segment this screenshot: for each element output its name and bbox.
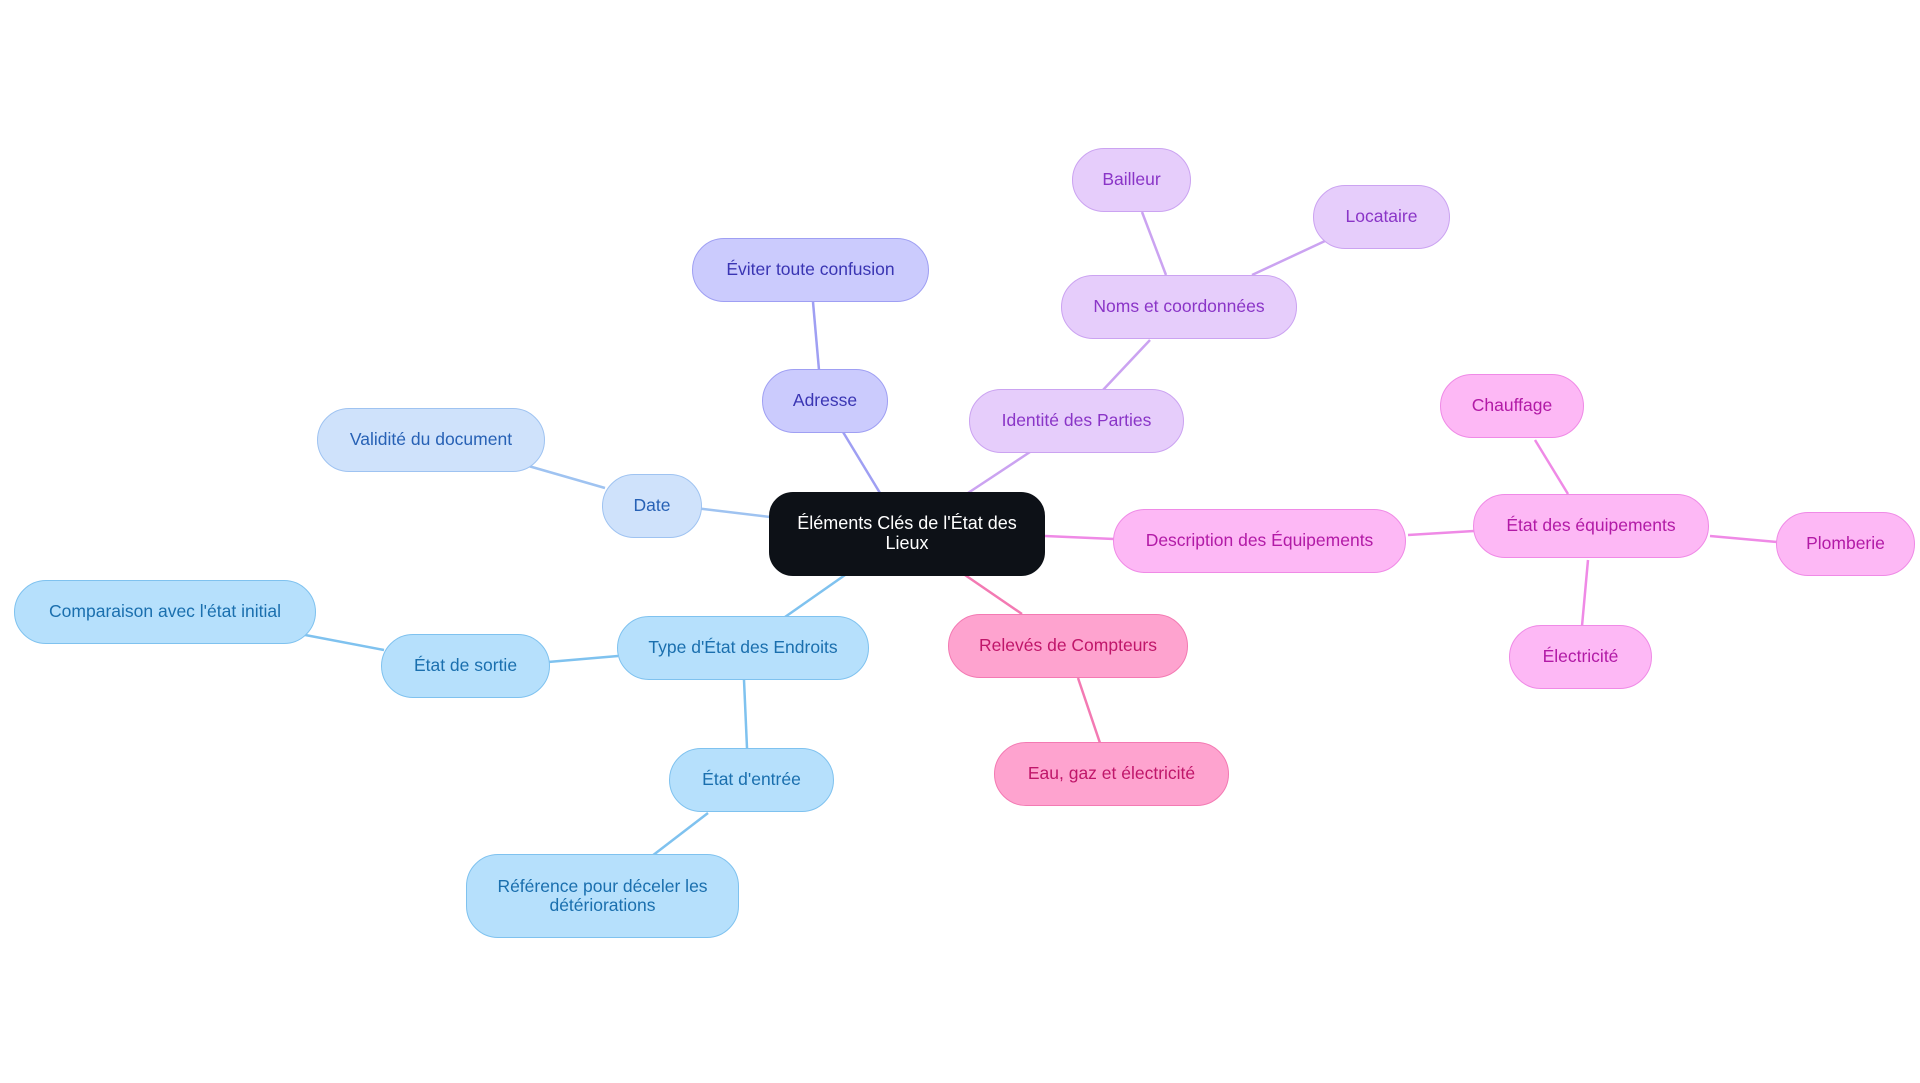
link-identite-noms <box>1102 339 1151 391</box>
link-description-etat <box>1407 529 1475 537</box>
node-type-etat-endroits[interactable]: Type d'État des Endroits <box>617 616 869 680</box>
link-type-entree <box>742 679 749 749</box>
node-eviter-confusion[interactable]: Éviter toute confusion <box>692 238 929 302</box>
node-releves-compteurs[interactable]: Relevés de Compteurs <box>948 614 1188 678</box>
link-type-sortie <box>547 654 619 664</box>
node-reference-deteriorations[interactable]: Référence pour déceler les détérioration… <box>466 854 739 938</box>
link-root-date <box>694 506 771 519</box>
node-plomberie[interactable]: Plomberie <box>1776 512 1915 576</box>
link-sortie-comparaison <box>299 632 385 652</box>
link-etat-plomberie <box>1709 534 1778 544</box>
node-etat-sortie[interactable]: État de sortie <box>381 634 550 698</box>
node-noms-coordonnees[interactable]: Noms et coordonnées <box>1061 275 1297 339</box>
node-etat-entree[interactable]: État d'entrée <box>669 748 834 812</box>
link-root-releves <box>964 573 1023 616</box>
link-noms-locataire <box>1251 239 1326 277</box>
link-entree-reference <box>651 812 709 857</box>
node-date[interactable]: Date <box>602 474 702 538</box>
link-etat-electricite <box>1580 559 1590 627</box>
node-eau-gaz-electricite[interactable]: Eau, gaz et électricité <box>994 742 1229 806</box>
node-description-equipements[interactable]: Description des Équipements <box>1113 509 1406 573</box>
root-node[interactable]: Éléments Clés de l'État des Lieux <box>769 492 1045 576</box>
link-root-identite <box>967 450 1031 495</box>
node-comparaison-etat-initial[interactable]: Comparaison avec l'état initial <box>14 580 316 644</box>
node-etat-equipements[interactable]: État des équipements <box>1473 494 1709 558</box>
node-chauffage[interactable]: Chauffage <box>1440 374 1584 438</box>
node-validite-document[interactable]: Validité du document <box>317 408 545 472</box>
link-adresse-eviter <box>811 301 821 371</box>
link-noms-bailleur <box>1140 211 1168 276</box>
link-root-description <box>1044 534 1115 541</box>
node-bailleur[interactable]: Bailleur <box>1072 148 1191 212</box>
link-etat-chauffage <box>1533 439 1570 495</box>
link-root-adresse <box>841 431 882 494</box>
link-date-validite <box>524 463 606 490</box>
link-root-type <box>784 573 846 619</box>
node-adresse[interactable]: Adresse <box>762 369 888 433</box>
link-releves-eau <box>1076 677 1102 744</box>
node-identite-parties[interactable]: Identité des Parties <box>969 389 1184 453</box>
node-locataire[interactable]: Locataire <box>1313 185 1450 249</box>
node-electricite[interactable]: Électricité <box>1509 625 1652 689</box>
